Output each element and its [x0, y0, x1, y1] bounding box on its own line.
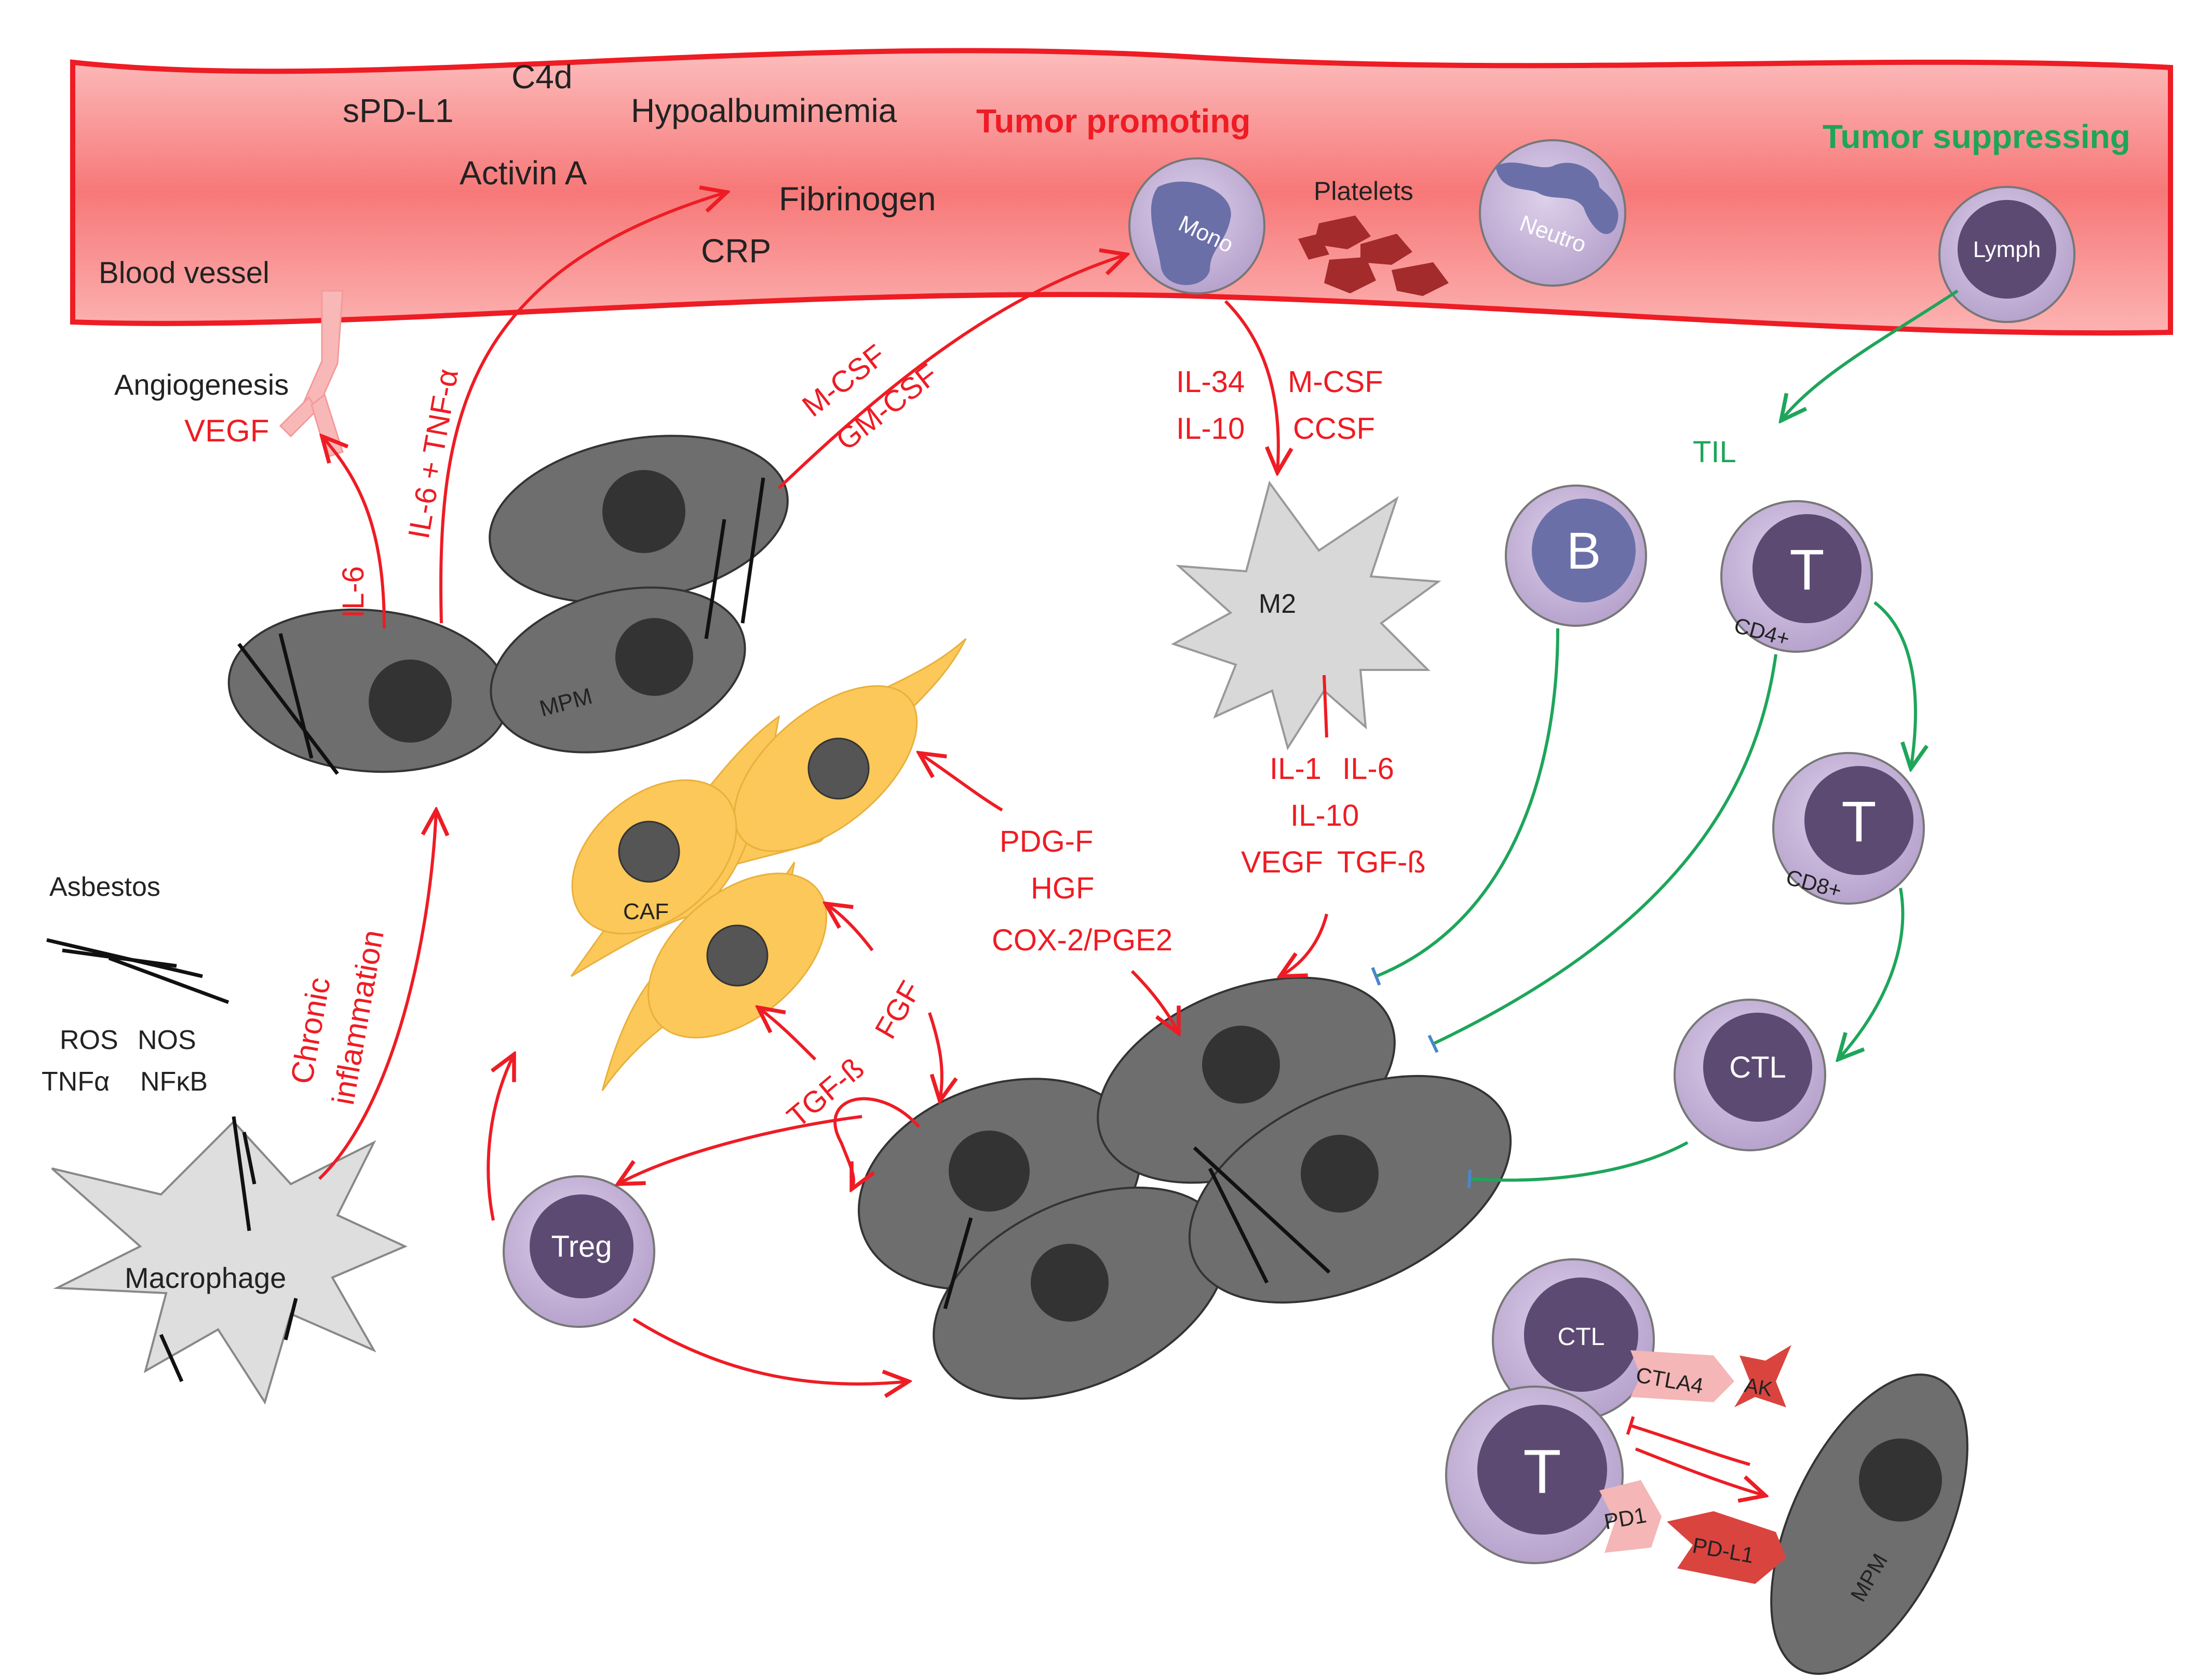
il1-label: IL-1 — [1270, 752, 1322, 786]
monocyte-cell: Mono — [1128, 157, 1265, 294]
factor-fibrinogen: Fibrinogen — [779, 180, 936, 218]
caf-nucleus-2 — [618, 821, 680, 883]
factor-hypoalbuminemia: Hypoalbuminemia — [631, 92, 897, 129]
factor-crp: CRP — [701, 232, 771, 270]
lymph-label: Lymph — [1973, 237, 2041, 262]
arrow-treg-caf — [487, 1054, 514, 1221]
arrow-cd4-cd8 — [1873, 601, 1916, 769]
platelets-label: Platelets — [1314, 177, 1413, 206]
arrow-tgfb-treg — [618, 1115, 862, 1184]
mpm-tumor-cluster-bottom — [857, 976, 1512, 1400]
ctl-cell: CTL — [1674, 999, 1826, 1151]
t-cell-checkpoint: T — [1445, 1386, 1624, 1564]
caf-label: CAF — [623, 899, 669, 924]
il34-label: IL-34 — [1176, 365, 1245, 399]
fgf-label: FGF — [868, 975, 927, 1044]
pd1-receptor — [1599, 1480, 1662, 1553]
ak-label: AK — [1743, 1374, 1774, 1401]
arrow-cd8-ctl — [1838, 888, 1905, 1059]
il10-label-upper: IL-10 — [1176, 412, 1245, 446]
ctl-cell-checkpoint: CTL — [1492, 1258, 1655, 1421]
m2-macrophage — [1171, 480, 1441, 750]
t-checkpoint-label: T — [1523, 1437, 1561, 1507]
arrow-tgfb-loop — [833, 1097, 921, 1189]
arrow-treg-tumor — [632, 1318, 909, 1384]
macrophage-cell — [51, 1120, 408, 1405]
ccsf-label: CCSF — [1293, 412, 1375, 446]
il6-label-m2: IL-6 — [1342, 752, 1394, 786]
ctl-checkpoint-label: CTL — [1558, 1323, 1605, 1351]
til-label: TIL — [1693, 435, 1736, 469]
b-cell: B — [1505, 485, 1647, 627]
il6-tnf-label: IL-6 + TNF-α — [402, 366, 465, 541]
pdl1-ligand — [1667, 1511, 1786, 1584]
neutrophil-cell: Neutro — [1479, 139, 1626, 287]
arrow-mono-m2 — [1224, 300, 1278, 473]
macrophage-label: Macrophage — [125, 1261, 286, 1294]
cox2-label: COX-2/PGE2 — [992, 923, 1172, 957]
checkpoint-mpm-cell: MPM — [1770, 1373, 1968, 1675]
arrow-fgf-caf — [826, 904, 874, 951]
blood-vessel — [70, 48, 2173, 336]
m2-label: M2 — [1259, 589, 1296, 619]
hgf-label: HGF — [1031, 871, 1094, 905]
asbestos-label: Asbestos — [49, 872, 160, 902]
ctla4-receptor — [1630, 1350, 1734, 1402]
tgfb-label-m2: TGF-ß — [1337, 845, 1426, 879]
factor-c4d: C4d — [511, 58, 572, 96]
mpm-tumor-cluster-top — [227, 435, 789, 775]
platelets-cluster — [1298, 216, 1449, 296]
b-label: B — [1567, 522, 1601, 580]
il10-label-m2: IL-10 — [1290, 799, 1359, 832]
arrow-chronic-inflammation — [318, 810, 436, 1180]
vegf-label-m2: VEGF — [1241, 845, 1323, 879]
factor-spdl1: sPD-L1 — [343, 92, 453, 129]
treg-cell: Treg — [503, 1175, 655, 1328]
inhibit-ctl-tumor — [1467, 1141, 1689, 1189]
blood-vessel-label: Blood vessel — [99, 256, 269, 290]
t-cell-cd4: T CD4+ — [1720, 500, 1873, 653]
m2-secretion-line — [1323, 675, 1328, 738]
mcsf-label-lower: M-CSF — [1288, 365, 1383, 399]
inhibit-cd4-tumor — [1427, 654, 1777, 1053]
vegf-label-top: VEGF — [184, 413, 269, 448]
caf-nucleus-3 — [706, 924, 768, 987]
treg-label: Treg — [551, 1230, 612, 1264]
arrow-mcsf-mono — [777, 254, 1127, 490]
t-cd4-label: T — [1789, 538, 1824, 602]
factor-activin-a: Activin A — [460, 154, 587, 192]
arrow-t-to-mpm-checkpoint — [1635, 1447, 1765, 1496]
inhibit-b-tumor — [1371, 628, 1559, 986]
t-cd8-label: T — [1841, 790, 1876, 854]
ros-label: ROS — [60, 1025, 118, 1055]
caf-nucleus-1 — [807, 737, 870, 800]
ctl-label: CTL — [1729, 1051, 1786, 1084]
pdgf-label: PDG-F — [1000, 825, 1093, 858]
arrow-il6tnf-vessel — [439, 192, 727, 624]
arrow-lymph-til — [1781, 289, 1959, 421]
il6-label: IL-6 — [336, 566, 370, 618]
tumor-suppressing-label: Tumor suppressing — [1823, 118, 2130, 155]
tnfa-label: TNFα — [42, 1067, 110, 1097]
tumor-promoting-label: Tumor promoting — [976, 102, 1251, 140]
ak-antibody — [1734, 1345, 1791, 1407]
arrow-cox2-tumor — [1130, 970, 1179, 1033]
arrow-m2-tumor — [1280, 913, 1328, 976]
lymphocyte-cell: Lymph — [1938, 186, 2075, 323]
inhibit-mpm-to-t-checkpoint — [1626, 1416, 1750, 1466]
chronic-label: Chronic — [284, 975, 337, 1086]
nos-label: NOS — [138, 1025, 196, 1055]
t-cell-cd8: T CD8+ — [1772, 752, 1925, 905]
nfkb-label: NFκB — [140, 1067, 208, 1097]
arrow-tgfb-caf — [758, 1007, 817, 1061]
arrow-pdgf-caf — [919, 753, 1003, 812]
arrow-il6-angiogenesis — [322, 436, 386, 629]
arrow-fgf-tumor — [928, 1012, 942, 1101]
angiogenesis-label: Angiogenesis — [114, 368, 289, 401]
asbestos-fibers-macrophage — [159, 1116, 298, 1382]
asbestos-fibers — [46, 938, 230, 1004]
